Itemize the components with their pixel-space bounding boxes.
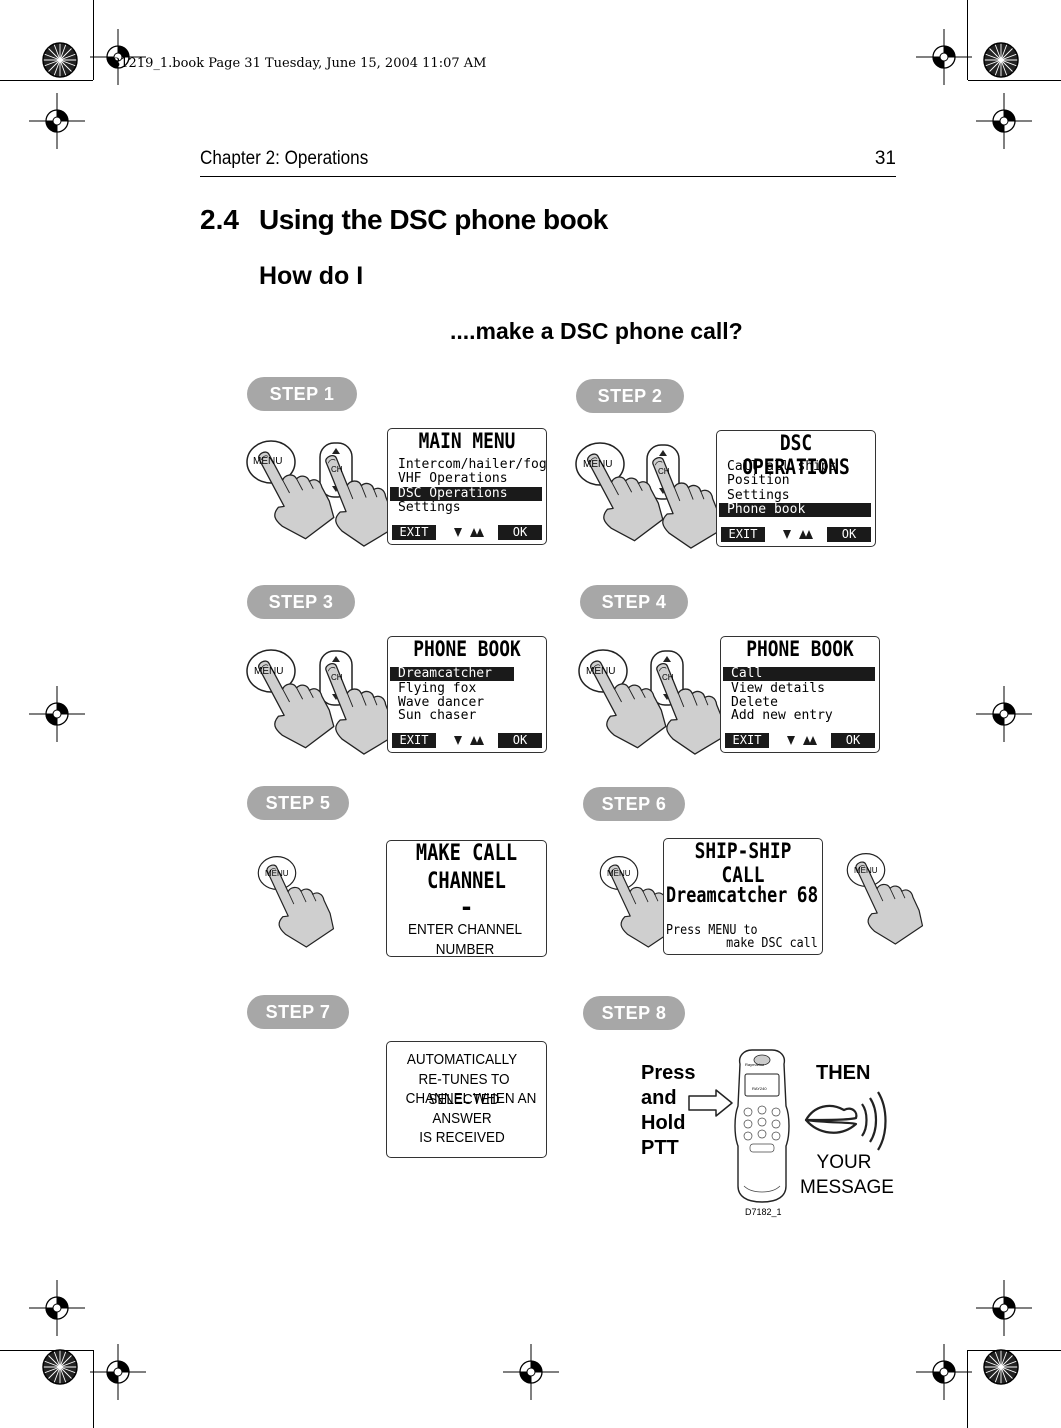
step-8-label: STEP 8 [583, 996, 685, 1030]
menu-item-selected: DSC Operations [390, 487, 542, 501]
running-head: Chapter 2: Operations 31 [200, 148, 896, 177]
menu-item-selected: Dreamcatcher [390, 667, 514, 681]
channel-value: - [459, 893, 474, 921]
ch-button-step2: CH [658, 467, 670, 476]
up-down-arrows-icon [454, 736, 484, 745]
menu-item: Add new entry [731, 708, 833, 723]
caption-line-5: IS RECEIVED [419, 1129, 505, 1146]
contact-name: Dreamcatcher [666, 883, 788, 907]
menu-button-step6a: MENU [607, 869, 631, 878]
figure-id: D7182_1 [745, 1207, 782, 1217]
lcd-title: DSC OPERATIONS [742, 431, 850, 479]
ok-softkey: OK [827, 527, 871, 542]
step-4-label: STEP 4 [580, 585, 688, 619]
menu-item: Sun chaser [398, 708, 477, 723]
step-6-label: STEP 6 [583, 787, 685, 821]
radio-brand: Raymarine [745, 1062, 765, 1067]
menu-item: View details [731, 681, 825, 696]
then-label: THEN [816, 1062, 871, 1084]
press-line: Press [641, 1062, 696, 1084]
caption-line-1: AUTOMATICALLY [406, 1051, 518, 1068]
lcd-step-3: PHONE BOOK Dreamcatcher Flying fox Wave … [387, 636, 547, 753]
menu-item: VHF Operations [398, 471, 508, 486]
menu-item-selected: Phone book [719, 503, 871, 517]
step-2-label: STEP 2 [576, 379, 684, 413]
caption-line-4: ANSWER [432, 1110, 492, 1127]
handheld-radio-icon [734, 1049, 790, 1203]
exit-softkey: EXIT [721, 527, 765, 542]
menu-item: Call all ships [727, 459, 837, 474]
softkey-bar: EXIT OK [390, 525, 544, 540]
auto-retune-box: AUTOMATICALLY RE-TUNES TO SELECTED CHANN… [386, 1041, 547, 1158]
ch-button-step3: CH [331, 673, 343, 682]
menu-item: Wave dancer [398, 695, 485, 710]
ok-softkey: OK [831, 733, 875, 748]
speaking-mouth-icon [804, 1091, 887, 1151]
exit-softkey: EXIT [392, 733, 436, 748]
caption-line-2: RE-TUNES TO SELECTED [418, 1071, 510, 1108]
ok-softkey: OK [498, 525, 542, 540]
lcd-step-6: SHIP-SHIP CALL Dreamcatcher 68 Press MEN… [663, 838, 823, 955]
softkey-bar: EXIT OK [723, 733, 877, 748]
menu-button-step1: MENU [253, 456, 283, 467]
ch-button-step4: CH [662, 673, 674, 682]
channel-number: 68 [796, 883, 818, 907]
up-down-arrows-icon [783, 530, 813, 539]
menu-item: Delete [731, 695, 778, 710]
menu-item: Position [727, 473, 790, 488]
ptt-line: PTT [641, 1137, 679, 1159]
menu-item-selected: Call [723, 667, 875, 681]
page-number: 31 [874, 148, 896, 169]
lcd-step-5: MAKE CALL CHANNEL - [386, 840, 547, 957]
lcd-title: PHONE BOOK [746, 637, 854, 661]
menu-button-step5: MENU [265, 869, 289, 878]
exit-softkey: EXIT [392, 525, 436, 540]
your-line: YOUR [816, 1152, 872, 1173]
enter-channel-prompt: ENTER CHANNEL NUMBER [407, 921, 523, 958]
caption-line-3: CHANNEL WHEN AN [405, 1090, 537, 1107]
lcd-step-2: DSC OPERATIONS Call all ships Position S… [716, 430, 876, 547]
ship-ship-call-title: SHIP-SHIP CALL [694, 839, 792, 887]
channel-text: CHANNEL [427, 869, 506, 894]
ch-button-step1: CH [331, 465, 343, 474]
section-title: Using the DSC phone book [259, 204, 608, 235]
menu-button-step4: MENU [586, 666, 616, 677]
menu-button-step3: MENU [254, 666, 284, 677]
up-down-arrows-icon [787, 736, 817, 745]
lcd-step-4: PHONE BOOK Call View details Delete Add … [720, 636, 880, 753]
ptt-arrow-icon [688, 1089, 733, 1117]
menu-item: Settings [727, 488, 790, 503]
lcd-step-1: MAIN MENU Intercom/hailer/fog VHF Operat… [387, 428, 547, 545]
lcd-title: PHONE BOOK [413, 637, 521, 661]
menu-button-step6b: MENU [854, 866, 878, 875]
hint-line-1: Press MENU to [666, 923, 758, 938]
make-call-text: MAKE CALL [415, 841, 518, 866]
hold-line: Hold [641, 1112, 686, 1134]
softkey-bar: EXIT OK [719, 527, 873, 542]
menu-item: Intercom/hailer/fog [398, 457, 547, 472]
chapter-title: Chapter 2: Operations [200, 148, 369, 169]
message-line: MESSAGE [800, 1177, 894, 1198]
menu-item: Settings [398, 500, 461, 515]
softkey-bar: EXIT OK [390, 733, 544, 748]
up-down-arrows-icon [454, 528, 484, 537]
section-number: 2.4 [200, 204, 239, 235]
lcd-title: MAIN MENU [418, 429, 516, 453]
step-5-label: STEP 5 [247, 786, 349, 820]
question-heading: ....make a DSC phone call? [450, 318, 743, 344]
exit-softkey: EXIT [725, 733, 769, 748]
ok-softkey: OK [498, 733, 542, 748]
hint-line-2: make DSC call [726, 936, 818, 951]
step-7-label: STEP 7 [247, 995, 349, 1029]
step-3-label: STEP 3 [247, 585, 355, 619]
print-slug: 81219_1.book Page 31 Tuesday, June 15, 2… [112, 56, 487, 71]
your-message-label: YOUR MESSAGE [800, 1150, 894, 1200]
radio-model: RAY240 [752, 1086, 767, 1091]
menu-item: Flying fox [398, 681, 477, 696]
and-line: and [641, 1087, 677, 1109]
step-1-label: STEP 1 [247, 377, 357, 411]
menu-button-step2: MENU [583, 459, 613, 470]
subheading: How do I [259, 262, 364, 290]
press-and-hold-ptt: Press and Hold PTT [641, 1061, 696, 1161]
